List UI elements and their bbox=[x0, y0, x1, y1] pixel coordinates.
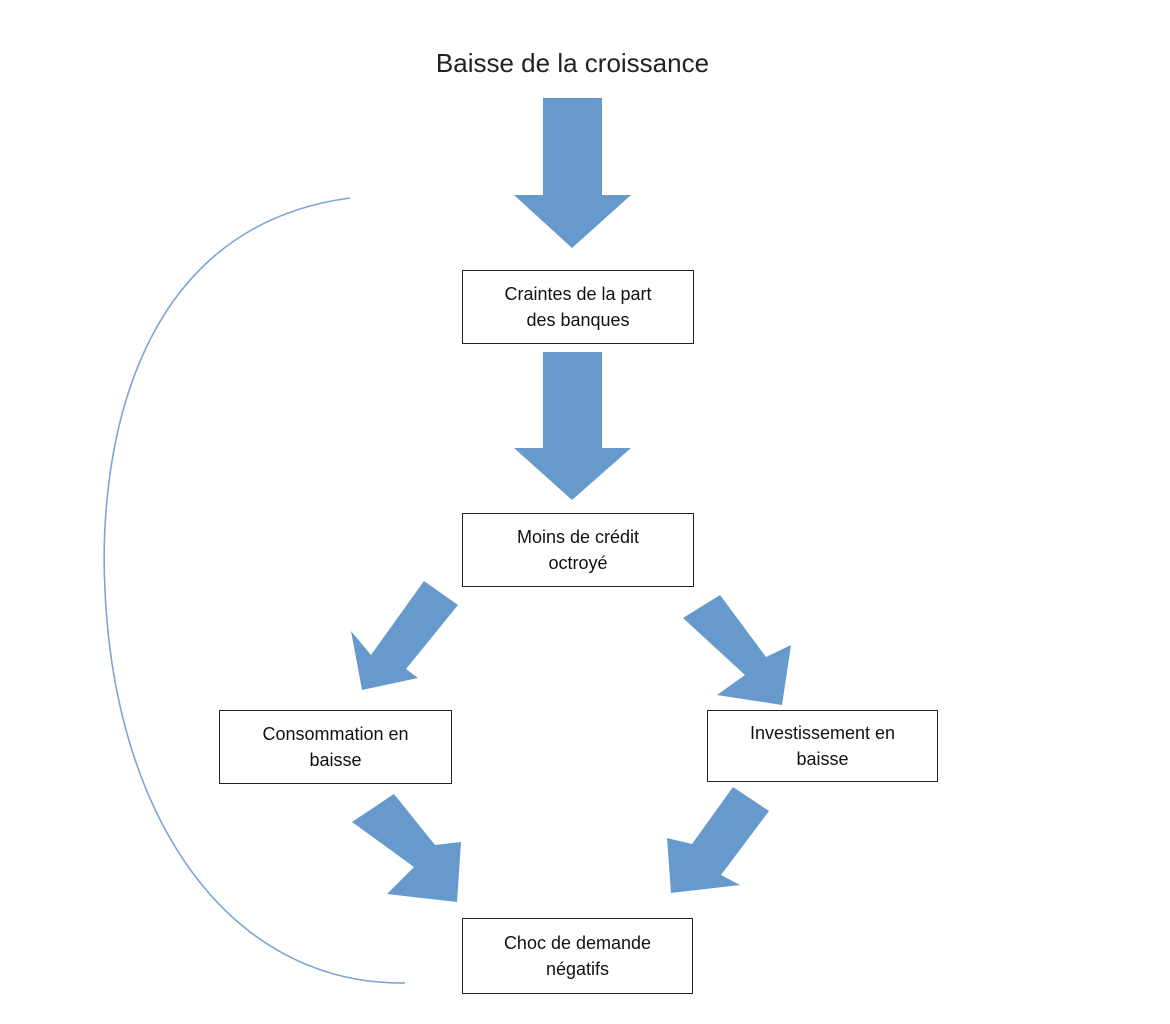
arrow-moins-credit-to-investissement bbox=[683, 595, 791, 705]
node-moins-credit-line2: octroyé bbox=[548, 553, 608, 573]
node-investissement-line2: baisse bbox=[796, 749, 849, 769]
arrow-consommation-to-choc bbox=[352, 794, 461, 902]
node-consommation-line1: Consommation en bbox=[262, 723, 409, 744]
arrow-moins-credit-to-consommation bbox=[351, 581, 458, 690]
node-consommation-line2: baisse bbox=[309, 750, 362, 770]
node-choc-demande: Choc de demande négatifs bbox=[462, 918, 693, 994]
arrow-craintes-to-moins-credit bbox=[514, 352, 631, 500]
node-moins-credit-line1: Moins de crédit bbox=[516, 526, 640, 547]
arrow-title-to-craintes bbox=[514, 98, 631, 248]
diagram-title: Baisse de la croissance bbox=[435, 48, 710, 78]
node-consommation: Consommation en baisse bbox=[219, 710, 452, 784]
node-investissement-line1: Investissement en bbox=[749, 722, 896, 743]
node-moins-credit: Moins de crédit octroyé bbox=[462, 513, 694, 587]
node-craintes-banques: Craintes de la part des banques bbox=[462, 270, 694, 344]
arrow-investissement-to-choc bbox=[667, 787, 769, 893]
node-choc-line1: Choc de demande bbox=[503, 932, 652, 953]
feedback-loop-curve bbox=[103, 197, 406, 984]
node-investissement: Investissement en baisse bbox=[707, 710, 938, 782]
node-craintes-line1: Craintes de la part bbox=[504, 283, 652, 304]
node-choc-line2: négatifs bbox=[545, 959, 610, 979]
node-craintes-line2: des banques bbox=[526, 310, 630, 330]
